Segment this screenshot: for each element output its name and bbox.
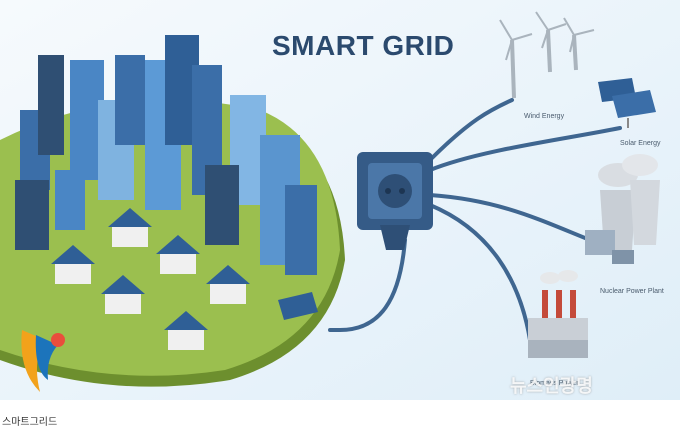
power-cables bbox=[328, 98, 622, 342]
solar-energy-label: Solar Energy bbox=[620, 140, 661, 147]
house bbox=[108, 208, 152, 247]
cable-to-solar bbox=[428, 126, 622, 172]
nuclear-plant bbox=[585, 154, 660, 264]
plug bbox=[380, 225, 410, 250]
logo bbox=[21, 330, 65, 392]
building bbox=[285, 185, 317, 275]
cable-to-wind bbox=[428, 98, 514, 162]
city-buildings bbox=[15, 35, 317, 275]
power-socket bbox=[357, 152, 433, 250]
building bbox=[205, 165, 239, 245]
cable-to-city bbox=[328, 238, 407, 332]
diagram-title: SMART GRID bbox=[272, 30, 455, 61]
nuclear-power-plant-label: Nuclear Power Plant bbox=[600, 288, 664, 295]
house bbox=[206, 265, 250, 304]
solar-panel-small bbox=[278, 292, 318, 320]
wind-energy-label: Wind Energy bbox=[524, 113, 565, 120]
smart-grid-artwork bbox=[0, 0, 680, 400]
house bbox=[51, 245, 95, 284]
building bbox=[15, 180, 49, 250]
cable-to-nuclear bbox=[428, 193, 592, 242]
solar-farm bbox=[598, 78, 656, 128]
house bbox=[164, 311, 208, 350]
building bbox=[115, 55, 145, 145]
image-caption: 스마트그리드 bbox=[2, 417, 58, 428]
houses bbox=[51, 208, 318, 350]
biomass-plant bbox=[528, 270, 588, 358]
house bbox=[156, 235, 200, 274]
building bbox=[38, 55, 64, 155]
wind-turbines bbox=[499, 11, 595, 99]
watermark: 뉴스인광명 bbox=[510, 376, 593, 397]
biomass-power-label: Biomass Power bbox=[530, 380, 579, 387]
house bbox=[101, 275, 145, 314]
cable-to-biomass bbox=[428, 203, 532, 342]
building bbox=[55, 170, 85, 230]
